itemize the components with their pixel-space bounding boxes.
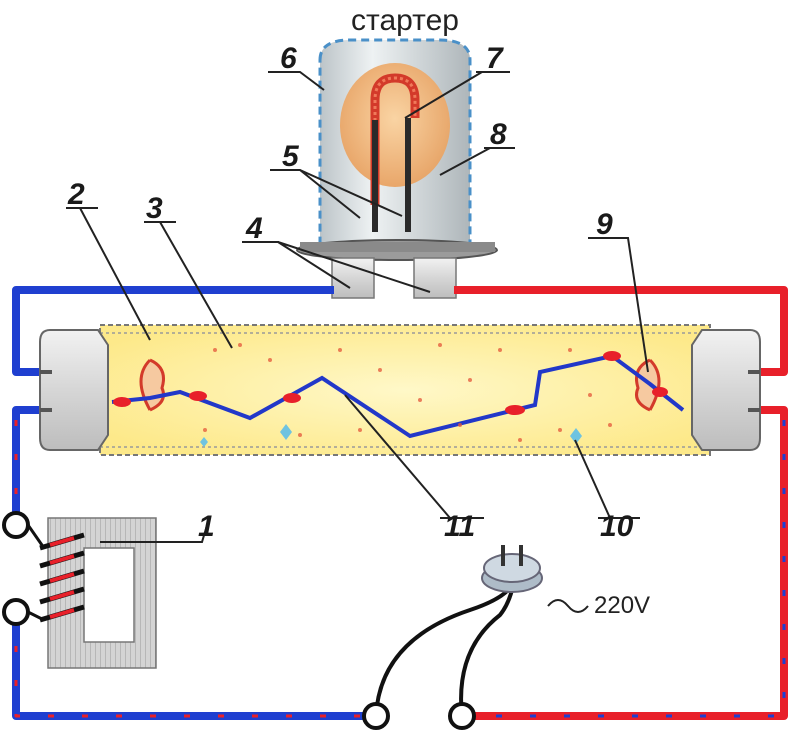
plug-cord-a (374, 586, 512, 717)
label-11: 11 (444, 510, 475, 543)
starter-pin-left (331, 257, 375, 299)
tube-end-cap-right (691, 329, 761, 451)
wire-top-right (454, 286, 788, 376)
starter-pin-right (413, 257, 457, 299)
label-2: 2 (67, 178, 85, 211)
electron-discharge-path (111, 353, 685, 439)
starter: стартер (296, 4, 498, 299)
circuit-wires (12, 286, 788, 720)
tube-glass (99, 324, 711, 456)
label-4: 4 (245, 212, 263, 245)
power-plug: 220V (362, 545, 650, 730)
ballast-coil (39, 532, 85, 623)
plug-body (483, 553, 541, 583)
ballast-choke (2, 511, 157, 669)
label-10: 10 (600, 510, 634, 543)
label-7: 7 (486, 42, 504, 75)
label-9: 9 (596, 208, 613, 241)
voltage-label: 220V (594, 592, 650, 619)
mercury-vapor (203, 343, 612, 442)
tube-end-cap-left (39, 329, 109, 451)
plug-cord-b (459, 589, 514, 717)
label-1: 1 (198, 510, 215, 543)
label-5: 5 (282, 140, 300, 173)
starter-title: стартер (351, 4, 459, 37)
leader-lines (66, 71, 649, 543)
wire-bottom-right (462, 406, 788, 720)
mains-terminal-left (362, 702, 390, 730)
ballast-terminal-bottom (2, 598, 30, 626)
uv-photons (200, 424, 582, 447)
electrons (113, 351, 668, 415)
ballast-terminal-top (2, 511, 30, 539)
cathode-right (635, 358, 661, 412)
part-labels: 6 7 8 5 2 3 4 9 1 11 10 (67, 42, 634, 543)
label-6: 6 (280, 42, 297, 75)
wire-top-left (12, 286, 334, 376)
mains-terminal-right (448, 702, 476, 730)
wire-left-upper (12, 406, 48, 525)
label-8: 8 (490, 118, 507, 151)
fluorescent-tube (39, 324, 761, 456)
label-3: 3 (146, 192, 163, 225)
glow-discharge (340, 63, 450, 187)
ac-symbol-icon (547, 599, 589, 613)
